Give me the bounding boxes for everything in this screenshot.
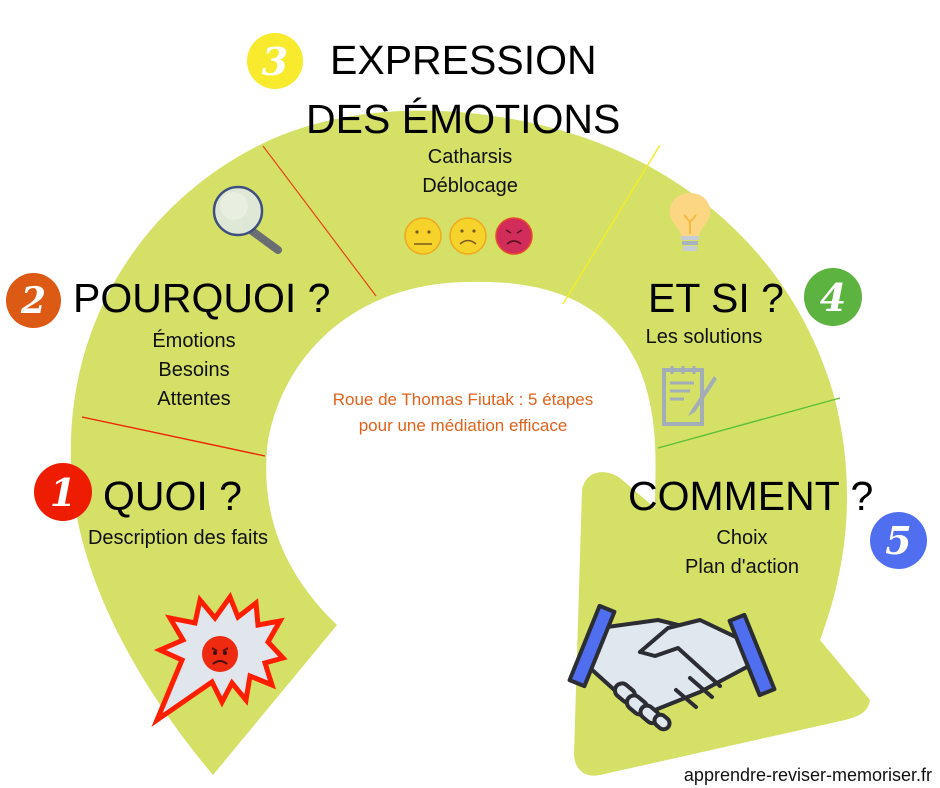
- step-5-badge: 5: [870, 512, 927, 569]
- step-2-badge: 2: [6, 273, 61, 328]
- step-5-line-choix: Choix: [716, 527, 768, 549]
- step-1-line-description: Description des faits: [87, 527, 269, 549]
- step-3-number: 3: [261, 38, 289, 84]
- sad-face-icon: [449, 217, 487, 255]
- notepad-pen-icon: [662, 366, 717, 426]
- step-5-number: 5: [885, 518, 912, 563]
- center-caption-line1: Roue de Thomas Fiutak : 5 étapes: [332, 390, 594, 409]
- step-3-line-deblocage: Déblocage: [422, 175, 518, 197]
- divider-2-3: [262, 145, 377, 297]
- step-3-title-line2: DES ÉMOTIONS: [306, 96, 621, 142]
- step-3-title-line1: EXPRESSION: [330, 37, 597, 83]
- step-1-number: 1: [49, 469, 77, 515]
- step-2-title: POURQUOI ?: [73, 275, 331, 321]
- step-3-badge: 3: [247, 33, 303, 89]
- step-2-line-emotions: Émotions: [152, 330, 236, 352]
- handshake-icon: [567, 603, 777, 732]
- lightbulb-icon: [669, 193, 711, 251]
- step-5-title: COMMENT ?: [628, 473, 874, 519]
- step-2-line-attentes: Attentes: [157, 388, 231, 410]
- step-5-line-plan: Plan d'action: [685, 556, 799, 578]
- angry-burst-icon: [151, 591, 288, 727]
- footer-website: apprendre-reviser-memoriser.fr: [683, 765, 932, 785]
- step-4-title: ET SI ?: [648, 275, 784, 321]
- divider-4-5: [657, 397, 841, 449]
- step-4-line-solutions: Les solutions: [645, 326, 763, 348]
- step-4-badge: 4: [804, 268, 862, 326]
- step-3-line-catharsis: Catharsis: [427, 146, 513, 168]
- step-4-number: 4: [819, 274, 847, 320]
- magnifier-icon: [212, 185, 282, 254]
- neutral-face-icon: [404, 217, 442, 255]
- divider-1-2: [81, 416, 266, 457]
- step-1-title: QUOI ?: [103, 473, 242, 519]
- step-1-badge: 1: [34, 463, 92, 521]
- wheel-ring: [70, 110, 871, 776]
- angry-face-icon: [495, 217, 533, 255]
- emotion-faces-icon: [404, 217, 533, 255]
- center-caption-line2: pour une médiation efficace: [358, 416, 568, 435]
- step-2-number: 2: [20, 279, 47, 322]
- divider-3-4: [562, 144, 661, 305]
- step-2-line-besoins: Besoins: [158, 359, 230, 381]
